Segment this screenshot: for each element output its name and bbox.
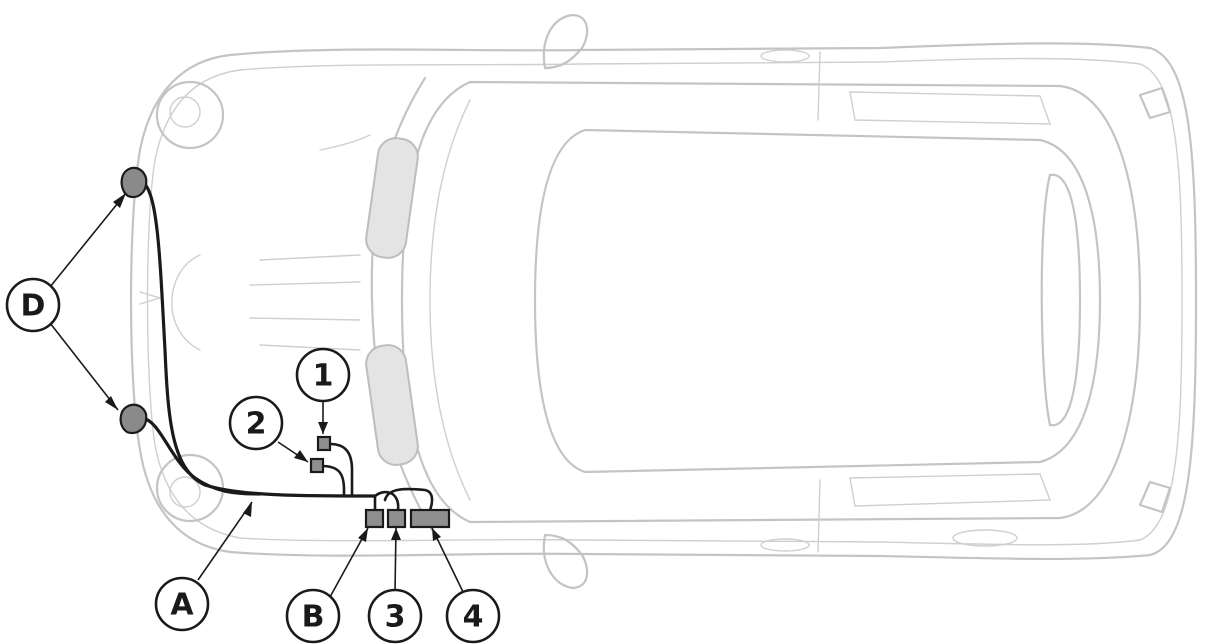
wire-connector-1 [328, 442, 354, 498]
callout-1: 1 [295, 347, 351, 403]
callout-a-circle [154, 576, 210, 632]
leader-a [197, 501, 253, 581]
callout-4: 4 [445, 588, 501, 644]
callout-3-circle [367, 588, 423, 644]
wire-connector-2 [320, 464, 346, 498]
headlight-bottom-inner [169, 476, 201, 508]
callout-3-label: 3 [385, 600, 406, 635]
connector-2 [309, 457, 325, 474]
door-handle-top [760, 49, 810, 63]
arrowhead-a [243, 502, 252, 517]
rear-light-bottom [1138, 480, 1172, 514]
arrowhead-b [358, 528, 368, 542]
harness-lower-branch [140, 416, 262, 496]
sensor-d-bottom [119, 403, 148, 435]
wiring-harness [140, 180, 434, 512]
arrowhead-d-bottom [105, 396, 118, 410]
roof-outer [400, 80, 1142, 524]
car-body-inner-line [146, 57, 1183, 546]
mirror-top [542, 13, 589, 70]
rear-light-top [1138, 86, 1172, 120]
headlight-top-inner [169, 96, 201, 128]
callout-a-label: A [170, 588, 194, 623]
leader-4 [431, 527, 466, 597]
car-body-outline [129, 42, 1198, 561]
arrowhead-4 [432, 528, 441, 541]
bonnet-crease-4 [259, 344, 361, 351]
leader-d-bottom [49, 322, 119, 411]
harness-main [140, 180, 377, 498]
wire-module-4 [383, 487, 434, 512]
callout-1-label: 1 [313, 359, 334, 394]
module-3 [386, 508, 407, 529]
leader-d-top [49, 192, 127, 288]
side-window-top [849, 91, 1052, 125]
callout-2-label: 2 [246, 407, 267, 442]
bonnet-crease-3 [249, 317, 361, 321]
callout-a: A [154, 576, 210, 632]
fuel-cap [952, 529, 1018, 547]
callout-2: 2 [228, 395, 284, 451]
callout-3: 3 [367, 588, 423, 644]
bonnet-vent-bottom [365, 344, 419, 466]
bonnet-vent-top [365, 137, 419, 259]
callout-1-circle [295, 347, 351, 403]
door-line-bottom [817, 479, 821, 553]
module-b [364, 508, 385, 529]
windscreen-line [429, 99, 471, 501]
callout-b-circle [285, 588, 341, 644]
module-4 [409, 508, 451, 529]
bonnet-curve-top [319, 134, 371, 151]
side-window-bottom [849, 473, 1052, 507]
sensor-d-top [120, 166, 148, 199]
callout-2-circle [228, 395, 284, 451]
door-line-top [817, 51, 821, 121]
arrowhead-2 [294, 450, 308, 462]
bonnet-arc [171, 254, 201, 351]
bonnet-crease-1 [259, 254, 361, 261]
car-body [129, 13, 1198, 590]
callout-d-label: D [21, 289, 46, 324]
arrowhead-d-top [113, 193, 126, 208]
callout-4-circle [445, 588, 501, 644]
callout-4-label: 4 [463, 600, 484, 635]
callout-d-circle [5, 277, 61, 333]
rear-window [1040, 173, 1082, 427]
connector-1 [316, 435, 332, 452]
bonnet-crease-2 [249, 281, 361, 286]
roof-panel [533, 128, 1102, 474]
leader-lines [49, 192, 466, 598]
callout-b-label: B [302, 600, 325, 635]
mirror-bottom [542, 533, 589, 590]
headlight-top [155, 80, 225, 150]
components [119, 166, 451, 529]
callout-d: D [5, 277, 61, 333]
arrowhead-1 [318, 422, 328, 434]
door-handle-bottom [760, 538, 810, 552]
callout-b: B [285, 588, 341, 644]
bonnet-badge [139, 291, 163, 305]
arrowhead-3 [391, 528, 401, 540]
